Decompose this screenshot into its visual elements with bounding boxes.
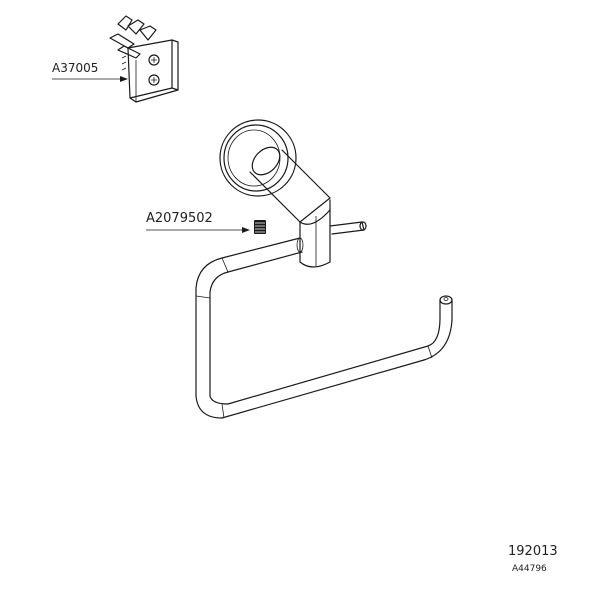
clip-part-label: A37005 <box>52 61 98 75</box>
clip-leader <box>52 76 128 82</box>
mounting-clip <box>109 15 179 103</box>
screw-leader <box>146 227 250 233</box>
wall-rosette <box>219 119 297 197</box>
set-screw <box>254 220 266 234</box>
screw-part-label: A2079502 <box>146 211 213 226</box>
support-arm <box>249 146 367 268</box>
holder-rod <box>195 237 453 419</box>
drawing-number: 192013 <box>508 544 558 559</box>
sub-number: A44796 <box>512 564 547 574</box>
